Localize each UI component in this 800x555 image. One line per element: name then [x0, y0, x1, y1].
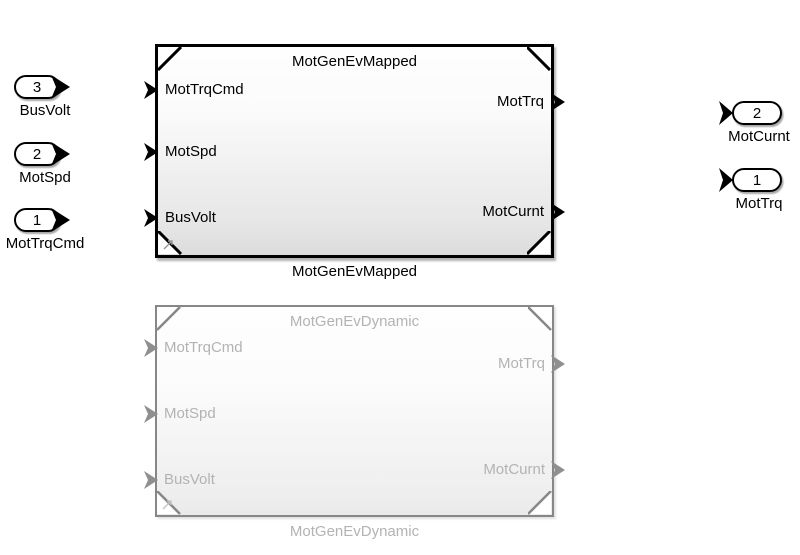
- block-input-label: MotSpd: [165, 143, 217, 160]
- block-title: MotGenEvMapped: [291, 53, 418, 70]
- output-port-arrow-icon[interactable]: [551, 461, 566, 479]
- variant-badge-icon[interactable]: [160, 497, 175, 512]
- inport-block-mottrqcmd[interactable]: 1 MotTrqCmd: [6, 208, 84, 252]
- variant-badge-icon[interactable]: [161, 237, 176, 252]
- port-arrow-icon: [719, 101, 733, 125]
- block-output-label: MotTrq: [498, 355, 545, 372]
- outport-block-mottrq[interactable]: 1 MotTrq: [719, 168, 782, 212]
- block-input-label: BusVolt: [164, 471, 215, 488]
- input-port-arrow-icon[interactable]: [144, 81, 159, 99]
- outport-name-label[interactable]: MotCurnt: [728, 128, 790, 145]
- port-arrow-icon: [51, 75, 70, 99]
- output-port-arrow-icon[interactable]: [551, 203, 566, 221]
- block-input-label: BusVolt: [165, 209, 216, 226]
- output-port-arrow-icon[interactable]: [551, 93, 566, 111]
- output-port-arrow-icon[interactable]: [551, 355, 566, 373]
- variant-corner-icon: [527, 47, 551, 71]
- inport-name-label[interactable]: BusVolt: [19, 102, 71, 119]
- block-output-label: MotCurnt: [482, 203, 544, 220]
- input-port-arrow-icon[interactable]: [144, 209, 159, 227]
- variant-corner-icon: [158, 47, 182, 71]
- variant-corner-icon: [527, 231, 551, 255]
- input-port-arrow-icon[interactable]: [144, 143, 159, 161]
- outport-block-motcurnt[interactable]: 2 MotCurnt: [719, 101, 790, 145]
- block-input-label: MotTrqCmd: [164, 339, 243, 356]
- inport-name-label[interactable]: MotTrqCmd: [5, 235, 85, 252]
- block-output-label: MotTrq: [497, 93, 544, 110]
- port-arrow-icon: [719, 168, 733, 192]
- inport-block-motspd[interactable]: 2 MotSpd: [14, 142, 71, 186]
- outport-oval[interactable]: 1: [732, 168, 782, 192]
- block-motgenevmapped[interactable]: MotGenEvMapped MotTrqCmd MotSpd BusVolt …: [144, 44, 565, 258]
- port-number: 2: [32, 145, 42, 163]
- input-port-arrow-icon[interactable]: [144, 471, 159, 489]
- variant-corner-icon: [528, 307, 552, 331]
- block-output-label: MotCurnt: [483, 461, 545, 478]
- outport-oval[interactable]: 2: [732, 101, 782, 125]
- port-number: 2: [752, 104, 762, 122]
- block-name-label[interactable]: MotGenEvMapped: [291, 263, 418, 280]
- variant-corner-icon: [157, 307, 181, 331]
- outport-name-label[interactable]: MotTrq: [735, 195, 783, 212]
- input-port-arrow-icon[interactable]: [144, 405, 159, 423]
- block-input-label: MotTrqCmd: [165, 81, 244, 98]
- block-input-label: MotSpd: [164, 405, 216, 422]
- block-title: MotGenEvDynamic: [289, 313, 420, 330]
- port-number: 3: [32, 78, 42, 96]
- inport-name-label[interactable]: MotSpd: [19, 169, 71, 186]
- inport-oval[interactable]: 2: [14, 142, 60, 166]
- inport-block-busvolt[interactable]: 3 BusVolt: [14, 75, 70, 119]
- port-number: 1: [752, 171, 762, 189]
- block-name-label[interactable]: MotGenEvDynamic: [289, 523, 420, 540]
- inport-oval[interactable]: 3: [14, 75, 60, 99]
- input-port-arrow-icon[interactable]: [144, 339, 159, 357]
- block-motgenevdynamic[interactable]: MotGenEvDynamic MotTrqCmd MotSpd BusVolt…: [144, 305, 565, 517]
- variant-corner-icon: [528, 491, 552, 515]
- port-number: 1: [32, 211, 42, 229]
- port-arrow-icon: [51, 208, 70, 232]
- port-arrow-icon: [51, 142, 70, 166]
